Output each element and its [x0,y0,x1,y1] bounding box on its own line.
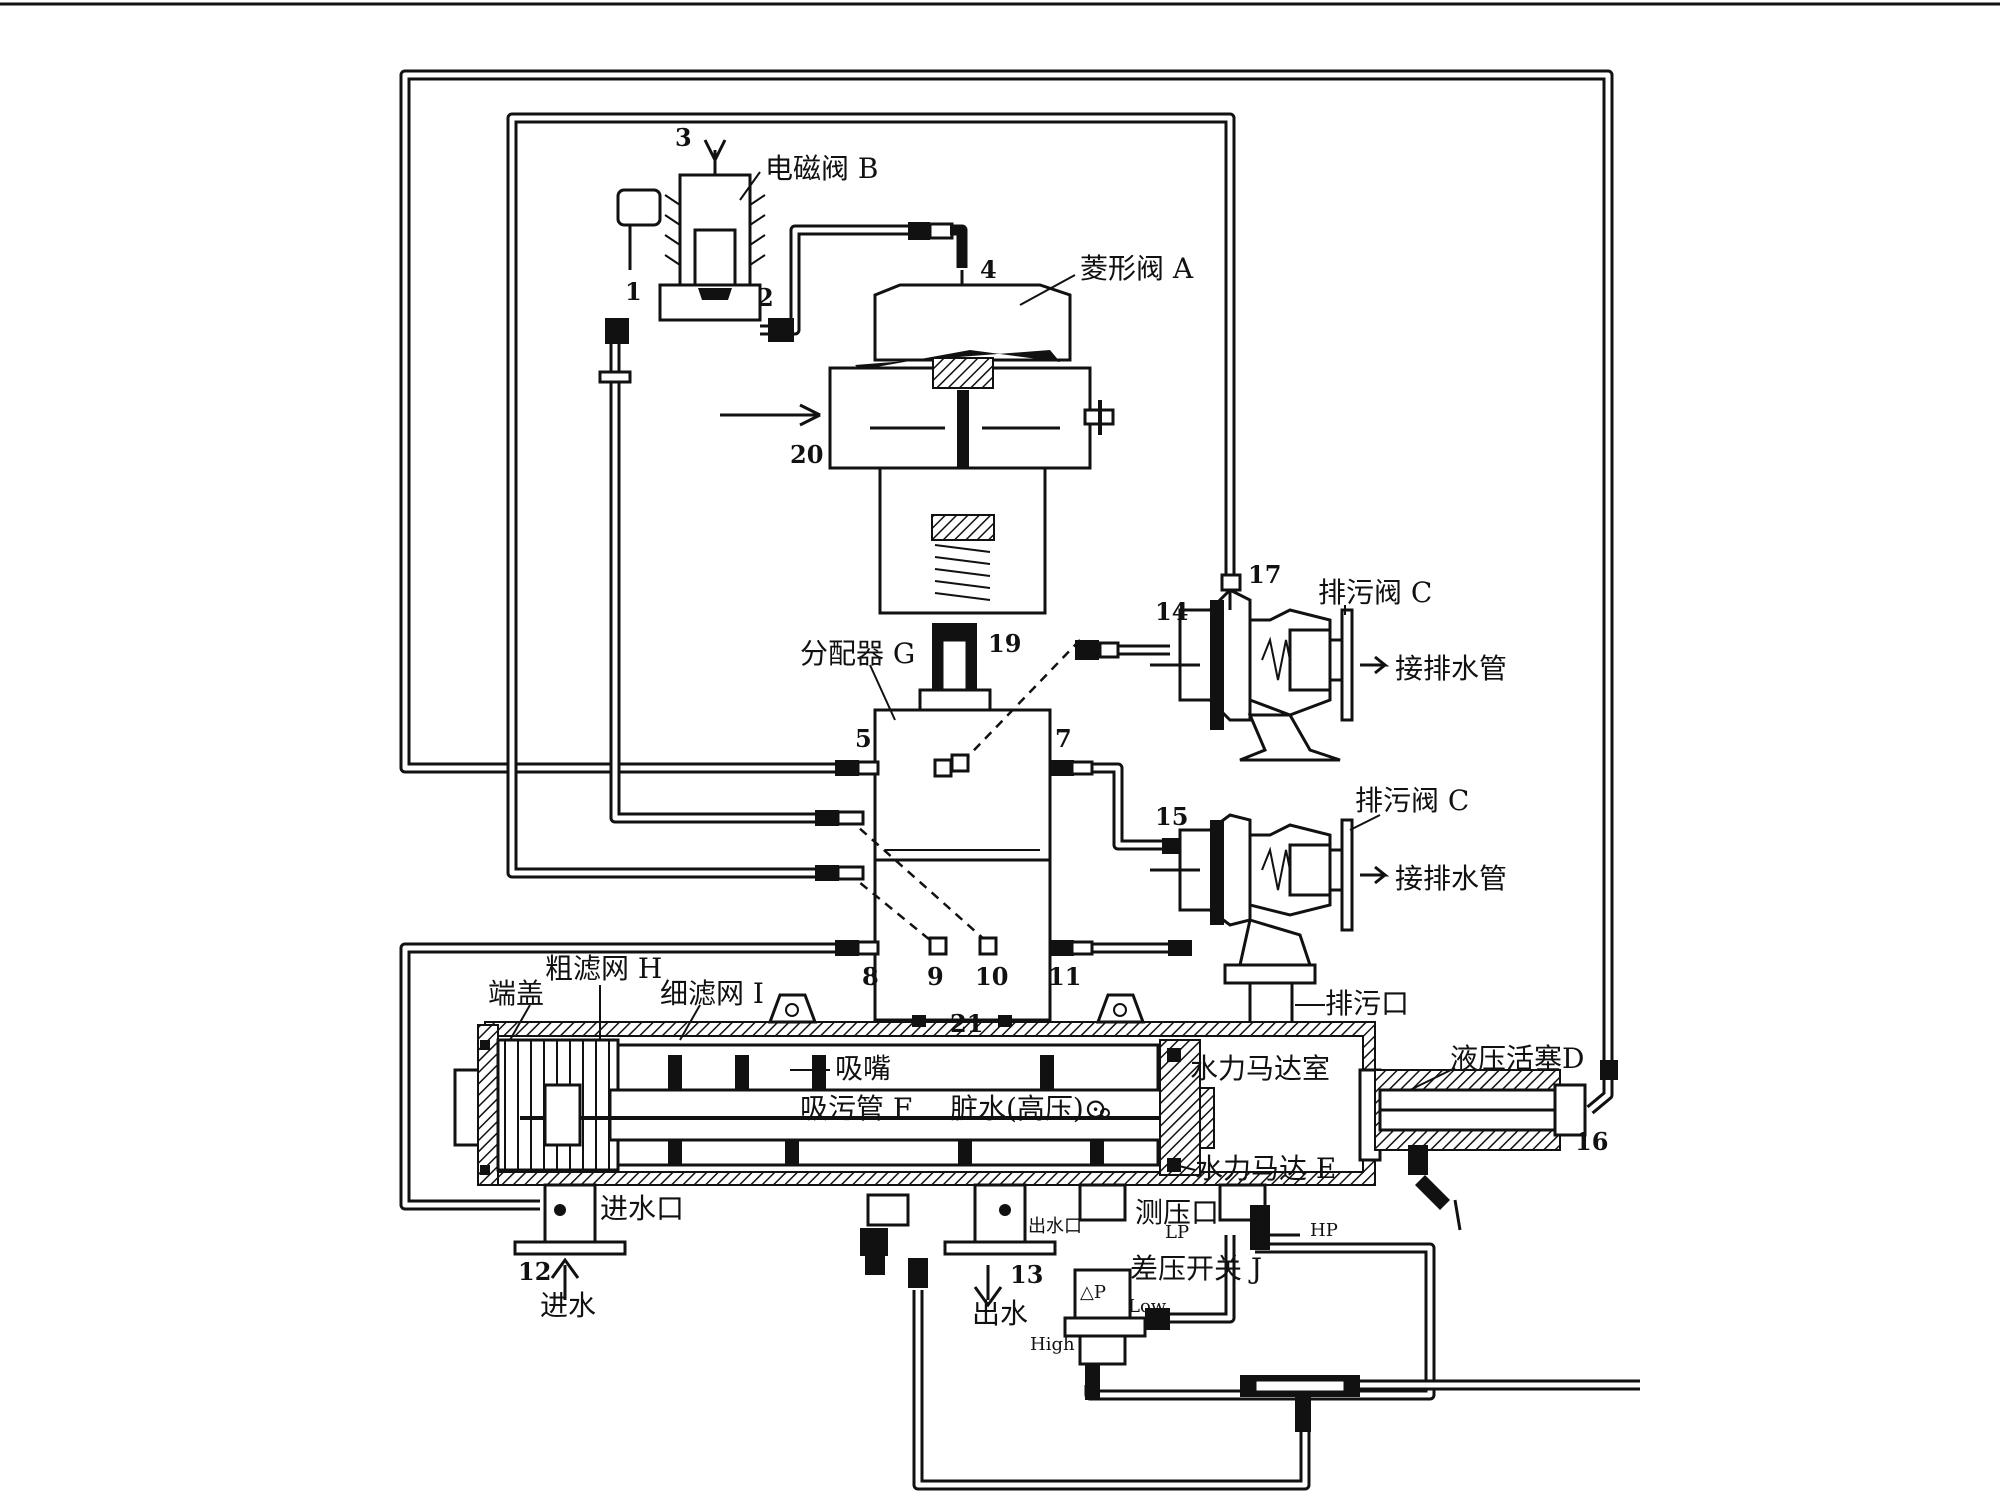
fittings [598,222,968,384]
diff-pressure-switch-j [1063,1268,1170,1400]
port-number-19: 19 [988,629,1021,658]
label-to-drain-pipe-2: 接排水管 [1395,862,1507,895]
port-number-3: 3 [675,123,692,152]
label-to-drain-pipe-1: 接排水管 [1395,652,1507,685]
label-solenoid-valve-b: 电磁阀 B [765,152,878,185]
port-number-13: 13 [1010,1260,1043,1289]
label-end-cap: 端盖 [488,977,544,1010]
label-suction-nozzle: 吸嘴 [835,1052,891,1085]
inlet-outlet-flanges [513,1145,1428,1288]
label-hp: HP [1310,1220,1338,1241]
control-tubing [399,69,1640,1491]
label-distributor-g: 分配器 G [800,637,915,670]
label-hydraulic-motor-chamber: 水力马达室 [1190,1052,1330,1085]
label-low: Low [1128,1296,1167,1317]
port-number-16: 16 [1575,1127,1608,1156]
port-number-17: 17 [1248,560,1281,589]
diamond-valve-a [720,270,1115,615]
port-number-1: 1 [625,277,642,306]
port-number-4: 4 [980,255,997,284]
label-coarse-screen: 粗滤网 H [545,952,662,985]
label-hydraulic-motor: 水力马达 E [1195,1152,1336,1185]
port-number-12: 12 [518,1257,551,1286]
label-water-in: 进水 [540,1289,596,1322]
solenoid-valve-b [616,139,766,322]
port-number-21: 21 [950,1009,983,1038]
port-number-8: 8 [862,962,879,991]
label-diamond-valve-a: 菱形阀 A [1080,252,1194,285]
flow-arrows [550,1257,1003,1308]
label-water-outlet-port: 出水口 [1028,1216,1082,1237]
port-number-10: 10 [975,962,1008,991]
port-number-2: 2 [757,283,774,312]
port-number-7: 7 [1055,724,1072,753]
label-drain-valve-c-2: 排污阀 C [1355,784,1469,817]
drain-valve-c-upper [1150,573,1390,762]
distributor-g [847,639,1081,1022]
label-suction-pipe: 吸污管 F [800,1092,912,1125]
label-water-out: 出水 [972,1297,1028,1330]
label-drain-valve-c-1: 排污阀 C [1318,576,1432,609]
label-fine-screen: 细滤网 I [660,977,764,1010]
bottom-t-fitting [1240,1375,1360,1432]
label-high: High [1030,1334,1075,1355]
label-delta-p: △P [1080,1282,1106,1303]
filter-body [453,993,1587,1186]
drain-outlet-stub [1223,963,1317,1030]
port-number-9: 9 [927,962,944,991]
labels: 电磁阀 B 菱形阀 A 分配器 G 排污阀 C 排污阀 C 接排水管 接排水管 … [488,123,1608,1355]
port-number-15: 15 [1155,802,1188,831]
leader-lines [509,171,1456,1171]
drain-valve-c-lower [1150,813,1390,967]
label-diff-pressure-switch: 差压开关 J [1130,1252,1262,1285]
port-number-11: 11 [1048,962,1081,991]
port-number-14: 14 [1155,597,1188,626]
label-drain-outlet: 排污口 [1325,987,1409,1020]
port-number-20: 20 [790,440,823,469]
port-number-5: 5 [855,724,872,753]
distributor-fittings [815,640,1192,956]
label-pressure-port: 测压口 [1135,1196,1219,1229]
label-dirty-water: 脏水(高压)⊙ [950,1092,1107,1125]
label-water-inlet-port: 进水口 [600,1192,684,1225]
label-lp: LP [1165,1222,1189,1243]
label-hydraulic-piston: 液压活塞D [1450,1042,1584,1075]
piston-fittings [1415,1060,1618,1231]
